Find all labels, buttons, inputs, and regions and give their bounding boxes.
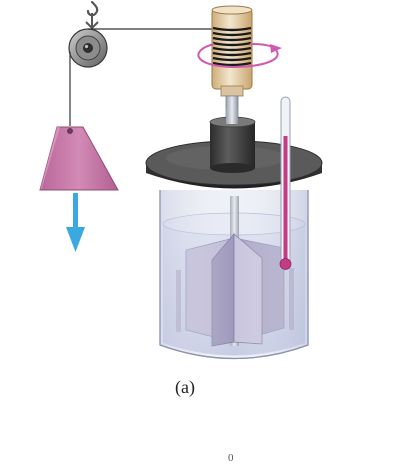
bottom-mark: 0	[228, 452, 234, 464]
down-arrow-icon	[66, 193, 85, 252]
lid-hub	[209, 108, 256, 173]
container-front-glass	[159, 190, 309, 360]
ceiling-hook-icon	[85, 0, 99, 30]
rotation-arrow-icon	[197, 43, 282, 69]
figure-caption: (a)	[175, 377, 195, 397]
thermometer-icon	[279, 96, 292, 270]
pulley-icon	[68, 28, 108, 68]
hanging-weight-icon	[39, 126, 119, 191]
wound-cylinder-icon	[211, 5, 253, 97]
